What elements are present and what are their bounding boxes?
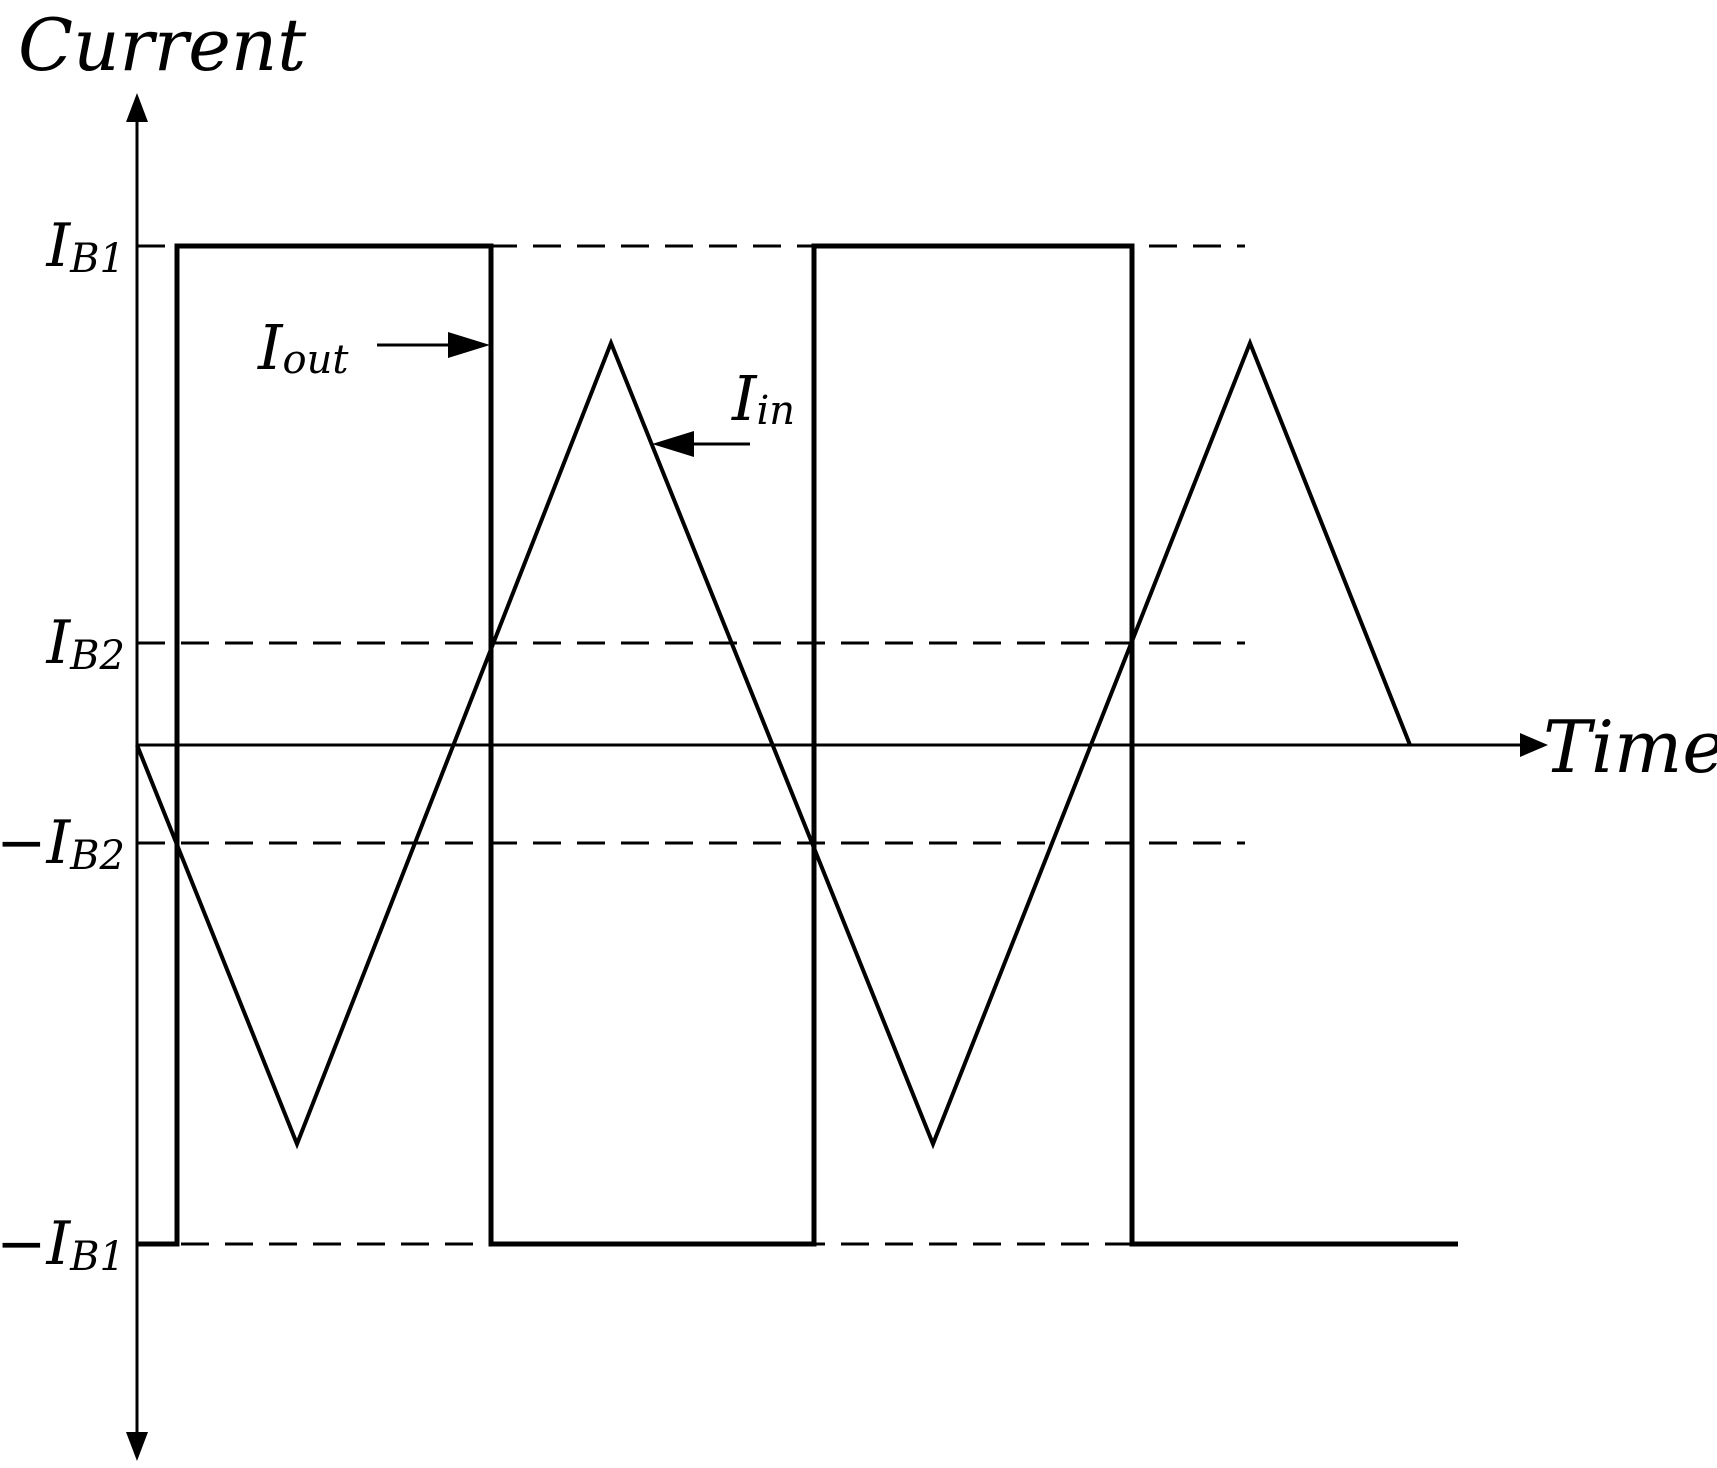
iout-pointer-arrowhead bbox=[448, 332, 490, 358]
level-label-ib1: IB1 bbox=[45, 211, 125, 282]
level-label-neg-ib1: −IB1 bbox=[0, 1209, 125, 1280]
input-current-waveform bbox=[135, 337, 1412, 1150]
x-axis-arrow bbox=[1520, 733, 1548, 757]
iin-label: Iin bbox=[731, 362, 795, 435]
iout-label: Iout bbox=[257, 311, 349, 384]
level-label-neg-ib2: −IB2 bbox=[0, 808, 125, 879]
y-axis-arrow-down bbox=[126, 1432, 148, 1461]
iin-pointer-arrowhead bbox=[652, 431, 694, 457]
level-label-ib2: IB2 bbox=[45, 608, 125, 679]
y-axis-label: Current bbox=[18, 3, 307, 87]
output-current-waveform bbox=[137, 243, 1458, 1247]
x-axis-label: Time bbox=[1543, 705, 1717, 789]
y-axis-arrow-up bbox=[126, 93, 148, 122]
